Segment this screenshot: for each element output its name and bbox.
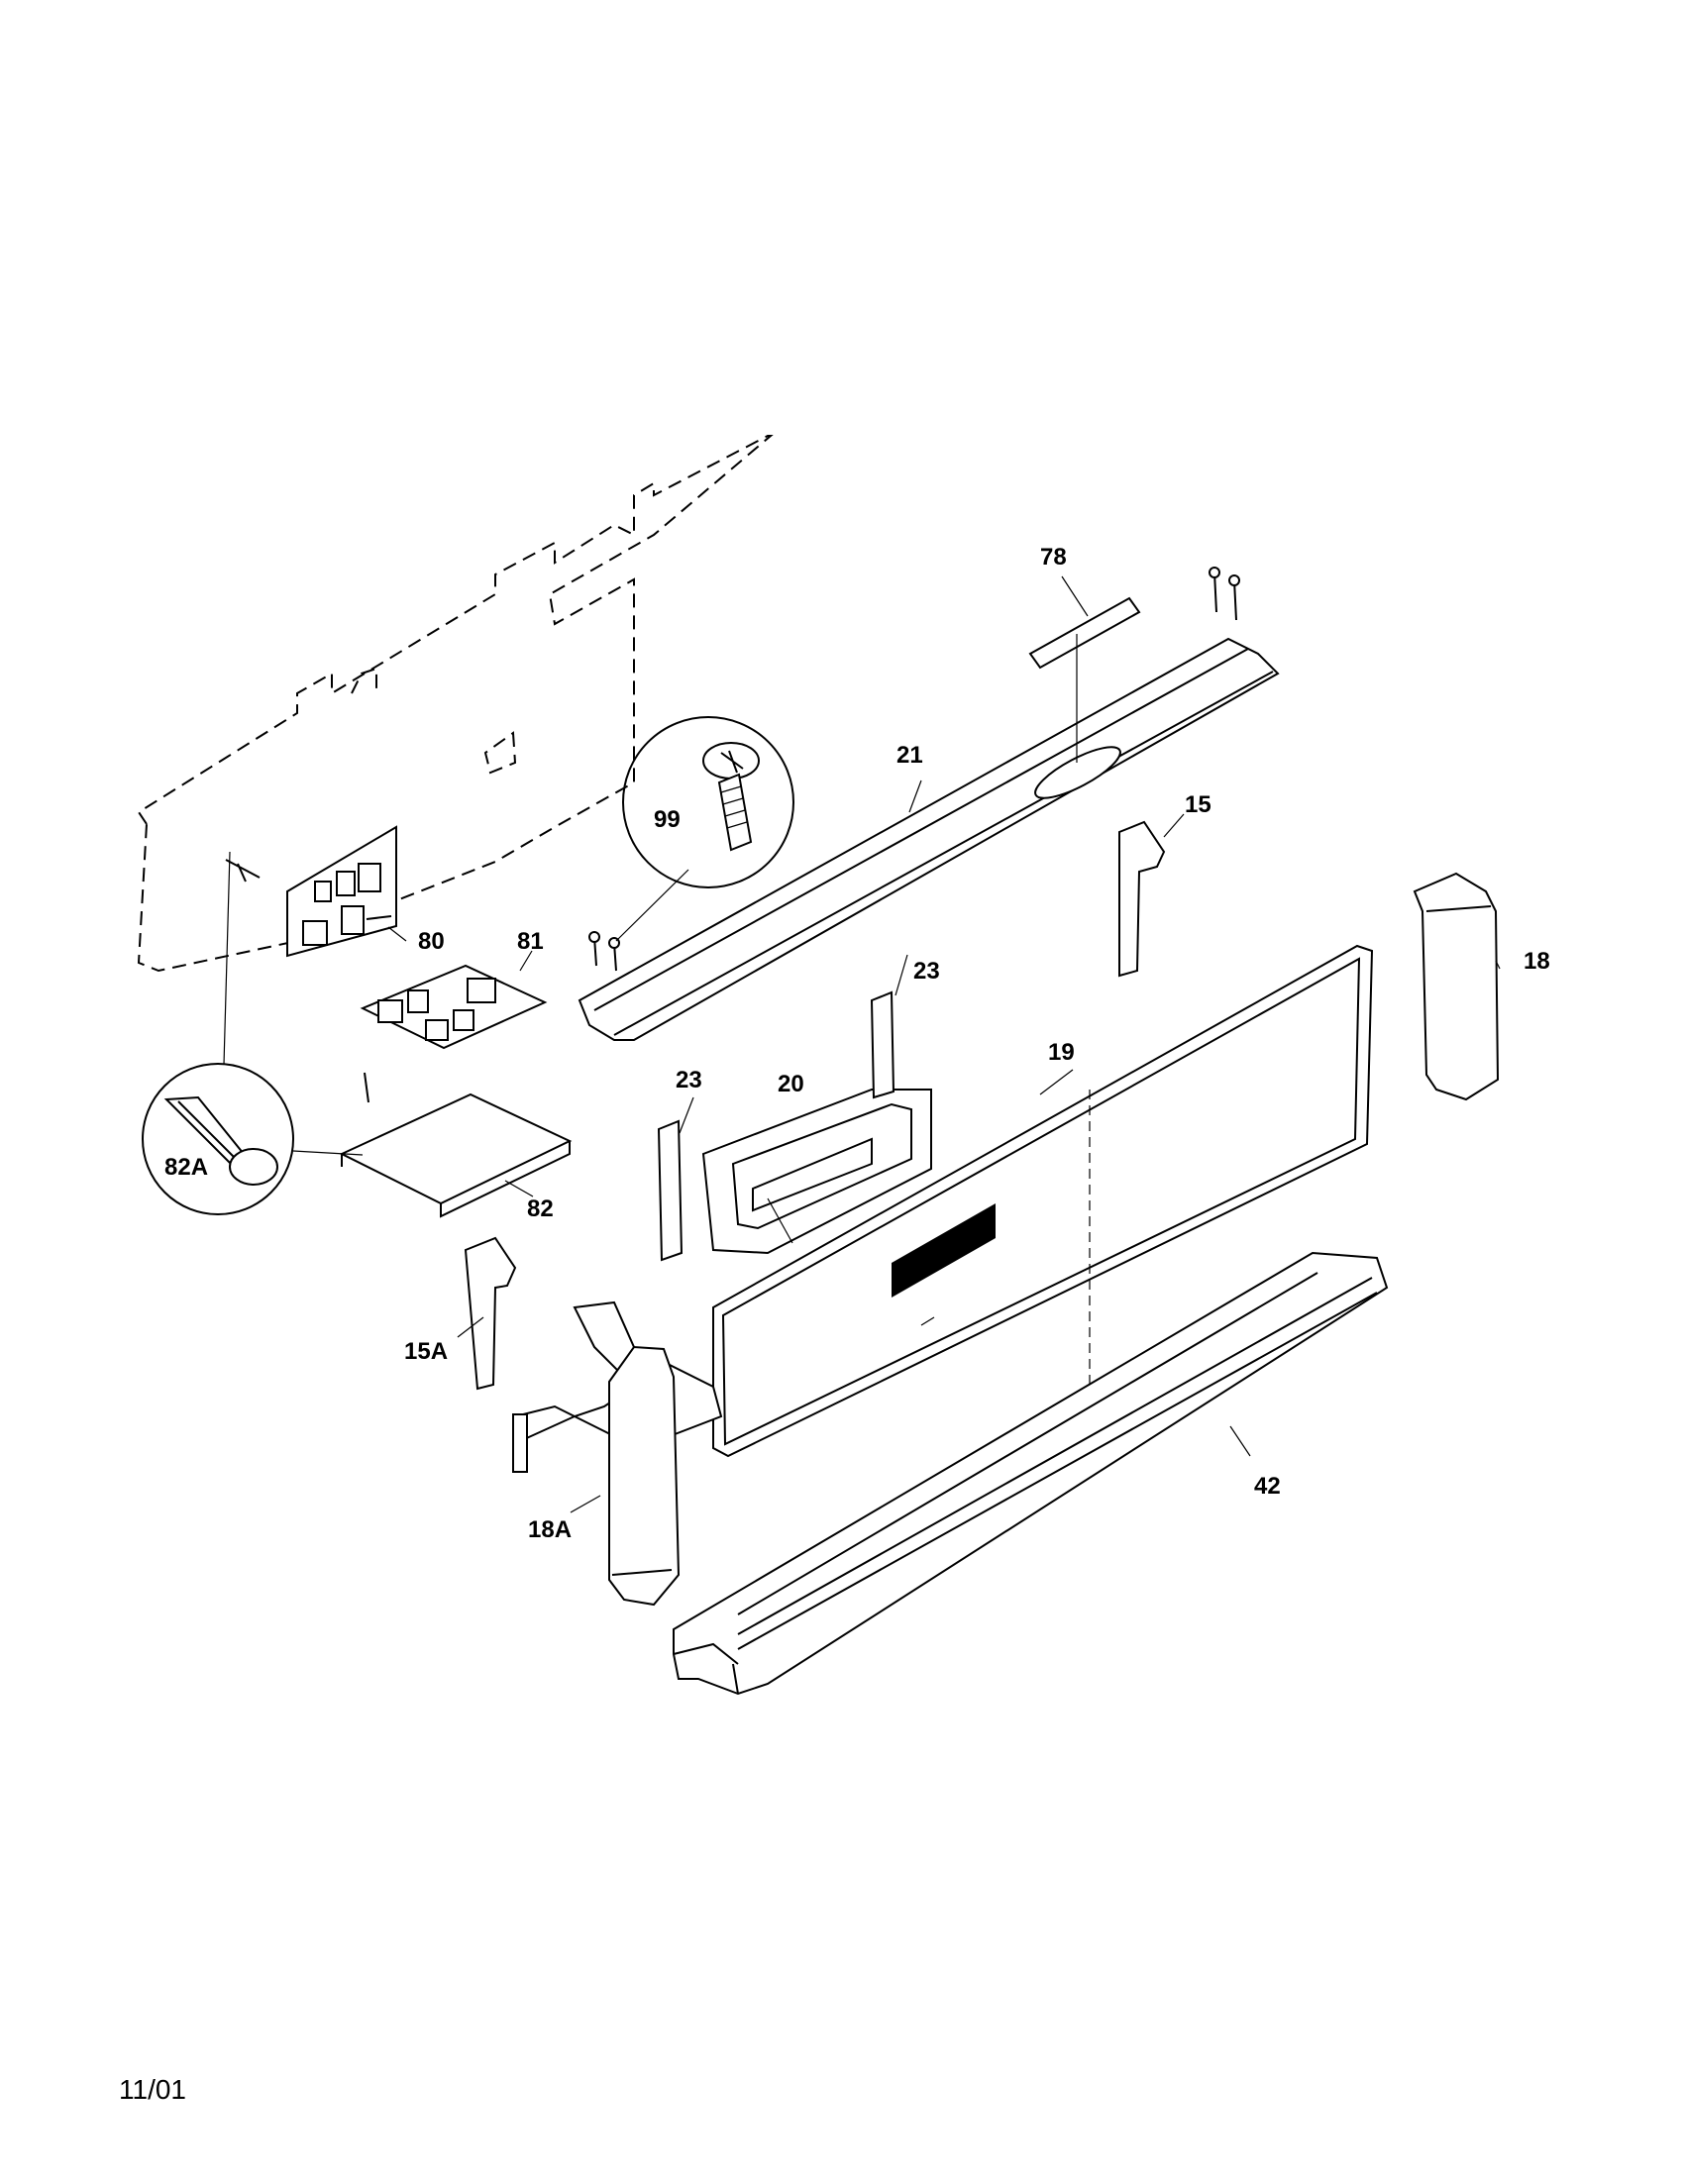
callout-78: 78 [1040, 544, 1067, 571]
part-18-end-cap [1413, 872, 1500, 1101]
leader-lines [223, 575, 1501, 1513]
callout-23-right: 23 [913, 958, 940, 985]
part-42-bottom-rail [673, 1251, 1389, 1696]
part-99-screw-detail [622, 716, 794, 888]
part-82-mounting-plate [339, 1072, 573, 1218]
callout-20: 20 [778, 1071, 804, 1097]
part-23-bracket-left [657, 1119, 684, 1262]
back-panel [137, 435, 774, 973]
revision-date: 11/01 [119, 2074, 186, 2105]
part-21-top-trim [578, 637, 1280, 1041]
callout-81: 81 [517, 928, 544, 955]
callout-21: 21 [896, 742, 923, 769]
part-15-bracket [1118, 820, 1166, 978]
part-20-display-module [701, 1089, 932, 1255]
part-78-insert [1028, 596, 1141, 670]
callout-18: 18 [1524, 948, 1550, 975]
callout-99: 99 [654, 806, 681, 833]
callout-15a: 15A [404, 1338, 448, 1365]
part-82a-detail [142, 1063, 294, 1215]
trim-screws [588, 931, 620, 972]
callout-23-left: 23 [676, 1067, 702, 1093]
callout-19: 19 [1048, 1039, 1075, 1066]
callout-18a: 18A [528, 1516, 572, 1543]
part-18a-end-cap [608, 1345, 681, 1607]
top-screws [1209, 567, 1240, 621]
callout-82: 82 [527, 1196, 554, 1222]
part-81-relay-board [360, 964, 548, 1050]
part-19-glass-panel [712, 944, 1374, 1458]
part-82a-pin-mounted [225, 859, 261, 883]
callout-42: 42 [1254, 1473, 1281, 1500]
part-80-control-board [286, 825, 397, 958]
part-15a-bracket [464, 1236, 517, 1391]
callout-15: 15 [1185, 791, 1211, 818]
part-23-bracket-right [870, 990, 895, 1099]
callout-labels: 78 21 99 15 80 81 23 23 20 19 18 82A 82 … [164, 544, 1550, 1543]
callout-80: 80 [418, 928, 445, 955]
callout-82a: 82A [164, 1154, 208, 1181]
